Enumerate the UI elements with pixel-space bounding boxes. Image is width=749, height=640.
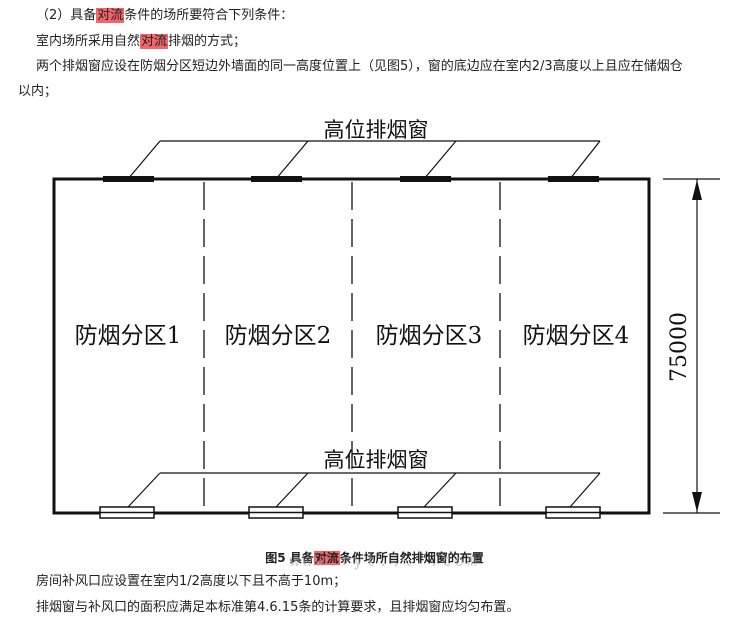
top-vent-2: [251, 176, 302, 182]
paragraph-natural-smoke-exhaust: 室内场所采用自然对流排烟的方式；: [36, 32, 246, 52]
zone-label-3: 防烟分区3: [376, 323, 483, 349]
dimension-arrow-down: [692, 492, 702, 512]
highlight-term: 对流: [96, 8, 125, 23]
bottom-vents: [99, 506, 601, 519]
caption-prefix: 图5 具备: [265, 551, 314, 565]
paragraph-window-position-cont: 以内；: [18, 84, 58, 99]
paragraph-makeup-air: 房间补风口应设置在室内1/2高度以下且不高于10m；: [36, 574, 347, 589]
bottom-vent-label: 高位排烟窗: [324, 448, 429, 472]
dimension-value: 75000: [667, 312, 692, 382]
figure-caption: 图5 具备对流条件场所自然排烟窗的布置: [0, 549, 749, 567]
caption-suffix: 条件场所自然排烟窗的布置: [339, 551, 484, 565]
dimension-line: [663, 178, 720, 514]
zone-label-1: 防烟分区1: [75, 323, 182, 349]
highlight-term: 对流: [313, 551, 340, 565]
top-vent-1: [103, 176, 154, 182]
top-vent-4: [548, 176, 599, 182]
paragraph-area-requirement: 排烟窗与补风口的面积应满足本标准第4.6.15条的计算要求，且排烟窗应均匀布置。: [36, 600, 520, 615]
zone-label-4: 防烟分区4: [523, 323, 630, 349]
highlight-term: 对流: [140, 34, 169, 49]
top-vent-label: 高位排烟窗: [324, 118, 429, 142]
p2-prefix: 室内场所采用自然: [36, 34, 141, 49]
p1-suffix: 条件的场所要符合下列条件：: [124, 8, 294, 23]
paragraph-convection-conditions: （2）具备对流条件的场所要符合下列条件：: [36, 6, 293, 26]
p2-suffix: 排烟的方式；: [168, 34, 247, 49]
bottom-leader-lines: [127, 472, 601, 508]
p1-prefix: （2）具备: [36, 8, 97, 23]
zone-dividers: [203, 182, 501, 510]
zone-label-2: 防烟分区2: [225, 323, 332, 349]
top-leader-lines: [127, 140, 601, 180]
dimension-arrow-up: [692, 180, 702, 200]
smoke-vent-layout-figure: 高位排烟窗 防烟分区1 防烟分区2 防烟分区3 防烟分区4 高位排烟窗: [52, 118, 720, 519]
top-vents: [103, 176, 599, 182]
top-vent-3: [400, 176, 451, 182]
paragraph-window-position: 两个排烟窗应设在防烟分区短边外墙面的同一高度位置上（见图5），窗的底边应在室内2…: [36, 59, 683, 74]
building-outline: [52, 177, 651, 515]
watermark: www.ryt... .com: [290, 551, 480, 570]
